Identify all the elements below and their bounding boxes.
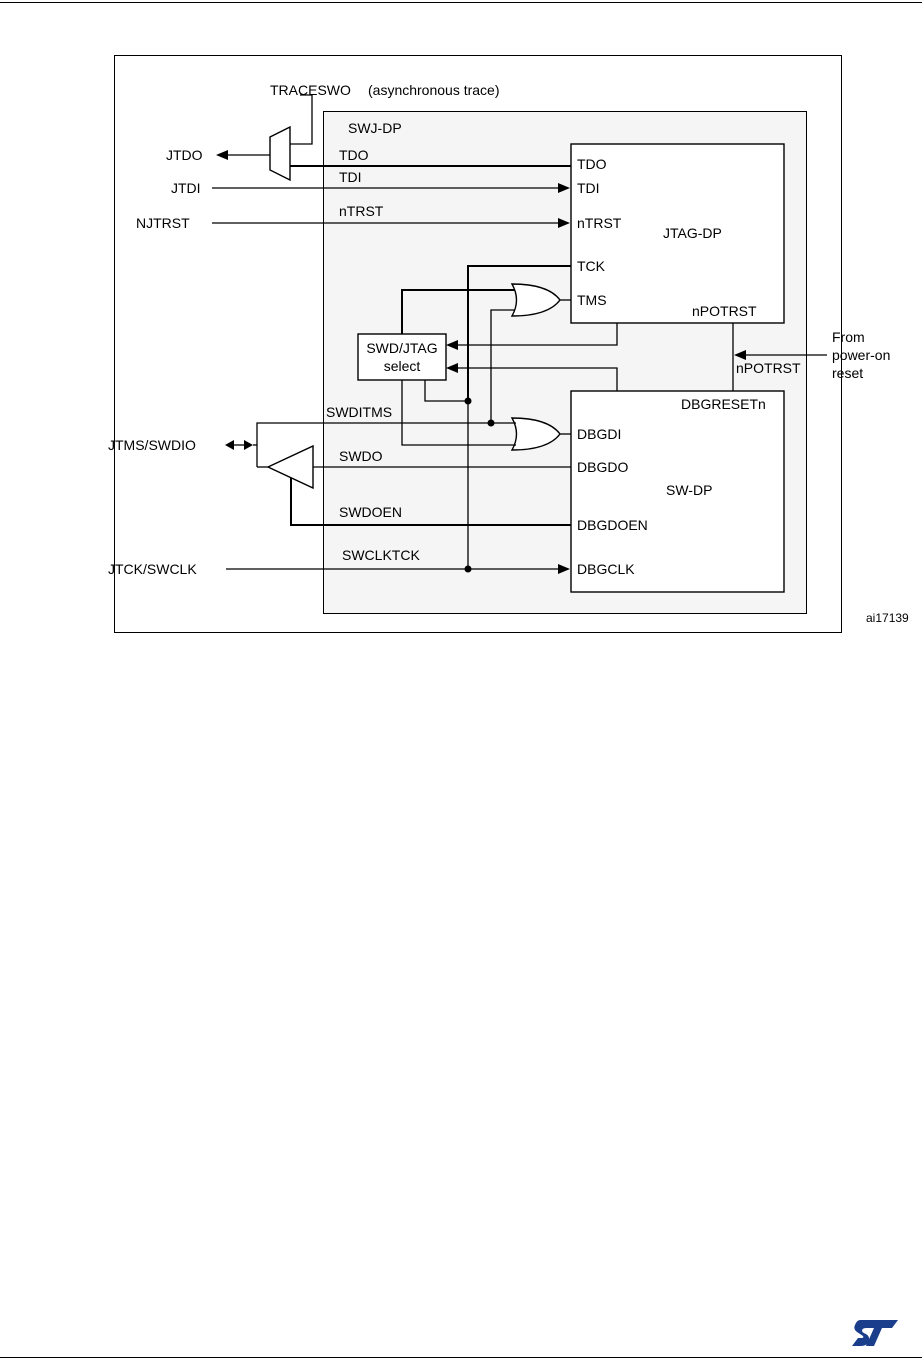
npotrst-external-label: nPOTRST (736, 360, 801, 376)
jtdo-label: JTDO (166, 147, 203, 163)
swdoen-wire (290, 478, 571, 526)
swclk-junction-dot (464, 397, 472, 405)
st-logo-shape (852, 1320, 898, 1346)
jtag-dp-title: JTAG-DP (663, 225, 722, 241)
reset-label: reset (832, 365, 863, 381)
jtdi-arrow-icon (558, 183, 570, 193)
jtag-tck-port-label: TCK (577, 258, 606, 274)
jtck-swclk-arrow-icon (558, 564, 570, 574)
tdo-wire-label: TDO (339, 147, 369, 163)
header-rule (0, 2, 922, 3)
select-label-line1: SWD/JTAG (366, 340, 437, 356)
ntrst-wire-label: nTRST (339, 203, 384, 219)
jtag-tdi-port-label: TDI (577, 180, 600, 196)
select-to-tms-gate-wire (401, 289, 515, 334)
tck-wire (467, 265, 571, 401)
swclktck-label: SWCLKTCK (342, 547, 420, 563)
select-to-dbgdi-gate-wire (401, 380, 516, 446)
tdi-wire-label: TDI (339, 169, 362, 185)
swdo-label: SWDO (339, 448, 383, 464)
sw-dbgdi-port-label: DBGDI (577, 426, 621, 442)
st-logo-icon (852, 1320, 898, 1346)
jtms-swdio-right-arrow-icon (244, 440, 253, 450)
swdp-to-select-wire (458, 367, 618, 391)
jtag-ntrst-port-label: nTRST (577, 215, 622, 231)
jtms-swdio-label: JTMS/SWDIO (108, 437, 196, 453)
sw-dp-title: SW-DP (666, 482, 712, 498)
footer-rule (0, 1357, 922, 1358)
swditms-junction-dot (487, 419, 495, 427)
jtag-to-select-arrow-icon (446, 340, 458, 350)
from-label: From (832, 329, 865, 345)
jtck-swclk-label: JTCK/SWCLK (108, 561, 197, 577)
sw-dbgdo-port-label: DBGDO (577, 459, 628, 475)
select-to-swclk-wire (424, 380, 468, 402)
power-on-label: power-on (832, 347, 890, 363)
jtdi-label: JTDI (171, 180, 201, 196)
njtrst-arrow-icon (558, 218, 570, 228)
power-on-reset-arrow-icon (734, 350, 746, 360)
jtag-to-select-wire (458, 323, 618, 346)
swj-dp-label: SWJ-DP (348, 120, 402, 136)
sw-dp-block (570, 390, 785, 593)
jtag-npotrst-port-label: nPOTRST (692, 303, 757, 319)
swditms-label: SWDITMS (326, 404, 392, 420)
jtag-tdo-port-label: TDO (577, 156, 607, 172)
swclk-input-junction-dot (464, 565, 472, 573)
sw-dbgclk-port-label: DBGCLK (577, 561, 635, 577)
swj-dp-block-diagram: TRACESWO (asynchronous trace) SWJ-DP JTD… (108, 55, 909, 633)
sw-dbgdoen-port-label: DBGDOEN (577, 517, 648, 533)
async-trace-label: (asynchronous trace) (368, 82, 500, 98)
jtdo-arrow-icon (216, 150, 228, 160)
traceswo-label: TRACESWO (270, 82, 351, 98)
swdp-to-select-arrow-icon (446, 363, 458, 373)
njtrst-label: NJTRST (136, 215, 190, 231)
figure-id-label: ai17139 (866, 611, 909, 625)
jtag-dp-block (570, 143, 785, 324)
traceswo-mux-symbol (269, 125, 291, 182)
swdoen-label: SWDOEN (339, 504, 402, 520)
jtag-tms-port-label: TMS (577, 292, 607, 308)
traceswo-wire (290, 94, 313, 145)
jtms-swdio-left-arrow-icon (225, 440, 234, 450)
dbgdi-or-gate-symbol (510, 417, 561, 451)
select-label-line2: select (384, 358, 421, 374)
swditms-wire (256, 422, 516, 467)
dbgresetn-label: DBGRESETn (681, 396, 766, 412)
tms-or-gate-symbol (510, 283, 561, 317)
swditms-to-tms-gate-wire (490, 309, 515, 423)
